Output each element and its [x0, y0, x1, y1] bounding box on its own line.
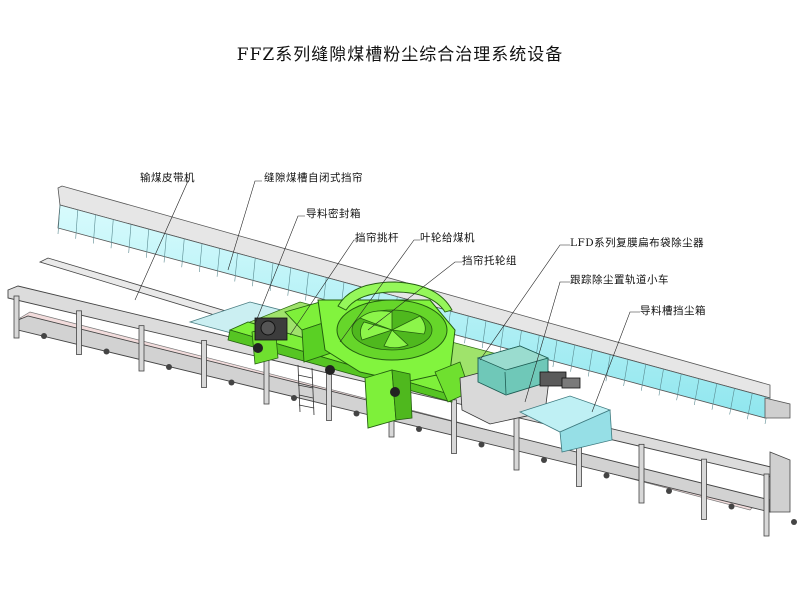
curtain-slat — [269, 262, 274, 292]
impeller-feeder-machine — [227, 281, 472, 429]
curtain-slat — [57, 204, 61, 235]
idler-roller — [41, 333, 47, 339]
idler-roller — [791, 519, 797, 525]
curtain-slat — [605, 354, 611, 382]
frame-leg — [263, 354, 270, 405]
curtain-slat — [747, 393, 753, 420]
curtain-slat — [729, 388, 735, 415]
curtain-slat — [216, 248, 221, 277]
curtain-slat — [676, 373, 682, 401]
label-impeller-feeder: 叶轮给煤机 — [420, 232, 475, 244]
curtain-slat — [199, 243, 203, 273]
curtain-slat — [181, 238, 185, 268]
frame-leg — [138, 325, 145, 372]
curtain-slat — [163, 233, 167, 263]
frame-leg — [451, 399, 457, 454]
curtain-slat — [711, 383, 718, 410]
frame-leg — [763, 473, 770, 537]
curtain-slat — [110, 219, 114, 249]
label-guide-box: 导料密封箱 — [306, 208, 361, 220]
label-lfd-collector: LFD系列复膜扁布袋除尘器 — [570, 237, 705, 249]
frame-leg — [76, 310, 82, 355]
curtain-slat — [658, 368, 664, 396]
idler-roller — [541, 457, 547, 463]
curtain-slat — [552, 340, 558, 368]
curtain-slat — [146, 229, 150, 258]
guide-trough-dust-box — [518, 395, 613, 453]
frame-leg — [13, 295, 20, 339]
curtain-slat — [623, 359, 629, 387]
idler-roller — [416, 426, 422, 432]
curtain-slat — [694, 378, 700, 406]
curtain-slat — [93, 214, 96, 244]
idler-roller — [478, 441, 485, 448]
frame-leg — [638, 443, 645, 504]
curtain-slat — [305, 272, 309, 301]
frame-leg — [326, 369, 332, 421]
curtain-slat — [481, 320, 487, 349]
label-curtain-lever: 挡帘挑杆 — [355, 232, 399, 244]
curtain-slat — [128, 224, 132, 254]
label-tracking-car: 跟踪除尘置轨道小车 — [570, 274, 669, 286]
idler-roller — [228, 379, 235, 386]
idler-roller — [603, 472, 610, 479]
idler-roller — [353, 410, 360, 417]
curtain-slat — [287, 267, 292, 296]
curtain-slat — [464, 315, 469, 344]
curtain-slat — [587, 349, 593, 377]
diagram-title: FFZ系列缝隙煤槽粉尘综合治理系统设备 — [236, 45, 564, 65]
idler-roller — [728, 503, 735, 510]
idler-roller — [166, 364, 172, 370]
curtain-slat — [75, 209, 79, 239]
curtain-slat — [252, 258, 256, 287]
label-curtain-roller: 挡帘托轮组 — [462, 255, 517, 267]
curtain-slat — [499, 325, 505, 353]
idler-roller — [291, 395, 297, 401]
frame-leg — [513, 414, 520, 471]
idler-roller — [103, 348, 110, 355]
curtain-slat — [640, 364, 647, 391]
curtain-slat — [570, 344, 576, 372]
idler-roller — [666, 488, 672, 494]
frame-leg — [701, 458, 707, 520]
label-belt-conveyor: 输煤皮带机 — [140, 172, 195, 184]
leader-lines — [134, 180, 640, 413]
frame-leg — [201, 340, 207, 388]
label-guide-dust-box: 导料槽挡尘箱 — [640, 305, 706, 317]
label-slot-curtain: 缝隙煤槽自闭式挡帘 — [264, 172, 363, 184]
curtain-slat — [234, 253, 238, 282]
